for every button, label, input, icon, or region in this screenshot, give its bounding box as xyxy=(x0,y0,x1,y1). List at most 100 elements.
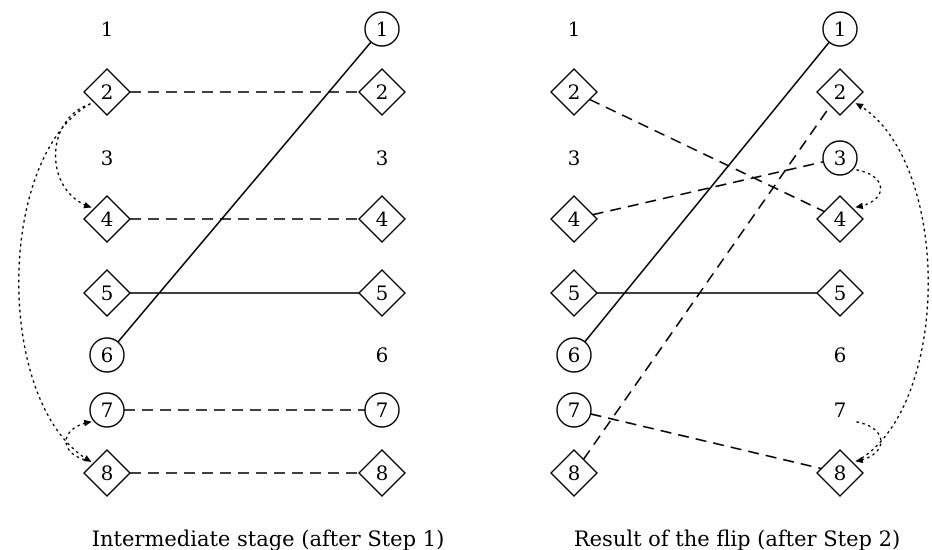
node-label: 1 xyxy=(376,17,389,41)
right-left-node-4: 4 xyxy=(550,195,598,243)
left-right-node-5: 5 xyxy=(358,269,406,317)
left-left-node-3: 3 xyxy=(101,146,114,170)
node-label: 6 xyxy=(101,343,114,367)
right-left-node-5: 5 xyxy=(550,269,598,317)
circle-shape xyxy=(89,337,125,373)
diamond-shape xyxy=(550,269,598,317)
nodes-layer: 1 2 3 4 5 6 7 8 1 2 3 4 5 6 7 8 1 2 3 4 5 6 7 8 1 2 3 4 5 6 7 8 xyxy=(83,11,864,497)
diamond-shape xyxy=(83,269,131,317)
node-label: 5 xyxy=(101,281,114,305)
left-right-node-1: 1 xyxy=(364,11,400,47)
caption-right: Result of the flip (after Step 2) xyxy=(574,527,900,550)
node-label: 4 xyxy=(568,207,581,231)
node-label: 6 xyxy=(568,343,581,367)
edges-layer xyxy=(117,41,832,474)
left-left-node-1: 1 xyxy=(101,17,114,41)
diamond-shape xyxy=(550,195,598,243)
node-label: 8 xyxy=(834,461,847,485)
right-left-node-3: 3 xyxy=(568,146,581,170)
circle-shape xyxy=(364,392,400,428)
left-left-node-5: 5 xyxy=(83,269,131,317)
left-right-node-4: 4 xyxy=(358,195,406,243)
node-label: 7 xyxy=(834,398,847,422)
right-arc-7-to-8 xyxy=(855,421,882,464)
node-label: 3 xyxy=(101,146,114,170)
left-arc-2-to-8 xyxy=(18,103,92,462)
right-right-node-3: 3 xyxy=(822,140,858,176)
node-label: 1 xyxy=(834,17,847,41)
node-label: 4 xyxy=(101,207,114,231)
node-label: 4 xyxy=(834,207,847,231)
left-right-node-6: 6 xyxy=(376,343,389,367)
right-left-node-6: 6 xyxy=(556,337,592,373)
circle-shape xyxy=(822,11,858,47)
left-edge-6-to-1 xyxy=(117,41,372,343)
circle-shape xyxy=(364,11,400,47)
node-label: 8 xyxy=(101,461,114,485)
node-label: 5 xyxy=(376,281,389,305)
right-right-node-5: 5 xyxy=(816,269,864,317)
node-label: 2 xyxy=(834,80,847,104)
diamond-shape xyxy=(358,68,406,116)
diamond-shape xyxy=(358,195,406,243)
node-label: 7 xyxy=(376,398,389,422)
node-label: 7 xyxy=(568,398,581,422)
right-edge-6-to-1 xyxy=(584,41,830,343)
left-right-node-2: 2 xyxy=(358,68,406,116)
left-right-node-7: 7 xyxy=(364,392,400,428)
diamond-shape xyxy=(816,449,864,497)
right-arc-3-to-4 xyxy=(855,169,882,210)
right-edge-8-to-2 xyxy=(582,105,832,460)
node-label: 1 xyxy=(568,17,581,41)
circle-shape xyxy=(556,392,592,428)
right-left-node-2: 2 xyxy=(550,68,598,116)
right-right-node-6: 6 xyxy=(834,343,847,367)
left-right-node-3: 3 xyxy=(376,146,389,170)
node-label: 4 xyxy=(376,207,389,231)
right-arc-8-to-2 xyxy=(855,103,929,462)
right-left-node-7: 7 xyxy=(556,392,592,428)
diamond-shape xyxy=(83,449,131,497)
left-right-node-8: 8 xyxy=(358,449,406,497)
right-left-node-1: 1 xyxy=(568,17,581,41)
node-label: 5 xyxy=(834,281,847,305)
left-arc-8-to-7 xyxy=(65,419,92,462)
left-left-node-4: 4 xyxy=(83,195,131,243)
diamond-shape xyxy=(358,449,406,497)
node-label: 3 xyxy=(568,146,581,170)
diamond-shape xyxy=(816,269,864,317)
node-label: 2 xyxy=(376,80,389,104)
diamond-shape xyxy=(550,449,598,497)
left-arc-2-to-4 xyxy=(54,103,92,209)
left-left-node-7: 7 xyxy=(89,392,125,428)
node-label: 2 xyxy=(568,80,581,104)
node-label: 8 xyxy=(568,461,581,485)
right-right-node-1: 1 xyxy=(822,11,858,47)
node-label: 5 xyxy=(568,281,581,305)
node-label: 1 xyxy=(101,17,114,41)
right-edge-2-to-4 xyxy=(589,98,825,213)
diamond-shape xyxy=(83,68,131,116)
circle-shape xyxy=(822,140,858,176)
arcs-layer xyxy=(18,103,929,464)
diamond-shape xyxy=(816,195,864,243)
node-label: 6 xyxy=(834,343,847,367)
node-label: 2 xyxy=(101,80,114,104)
left-left-node-2: 2 xyxy=(83,68,131,116)
captions-layer: Intermediate stage (after Step 1) Result… xyxy=(92,527,900,550)
right-right-node-2: 2 xyxy=(816,68,864,116)
right-left-node-8: 8 xyxy=(550,449,598,497)
diamond-shape xyxy=(550,68,598,116)
node-label: 3 xyxy=(376,146,389,170)
node-label: 7 xyxy=(101,398,114,422)
circle-shape xyxy=(556,337,592,373)
right-right-node-7: 7 xyxy=(834,398,847,422)
circle-shape xyxy=(89,392,125,428)
diamond-shape xyxy=(83,195,131,243)
node-label: 8 xyxy=(376,461,389,485)
left-left-node-6: 6 xyxy=(89,337,125,373)
node-label: 6 xyxy=(376,343,389,367)
right-edge-7-to-8 xyxy=(590,413,822,470)
diamond-shape xyxy=(358,269,406,317)
